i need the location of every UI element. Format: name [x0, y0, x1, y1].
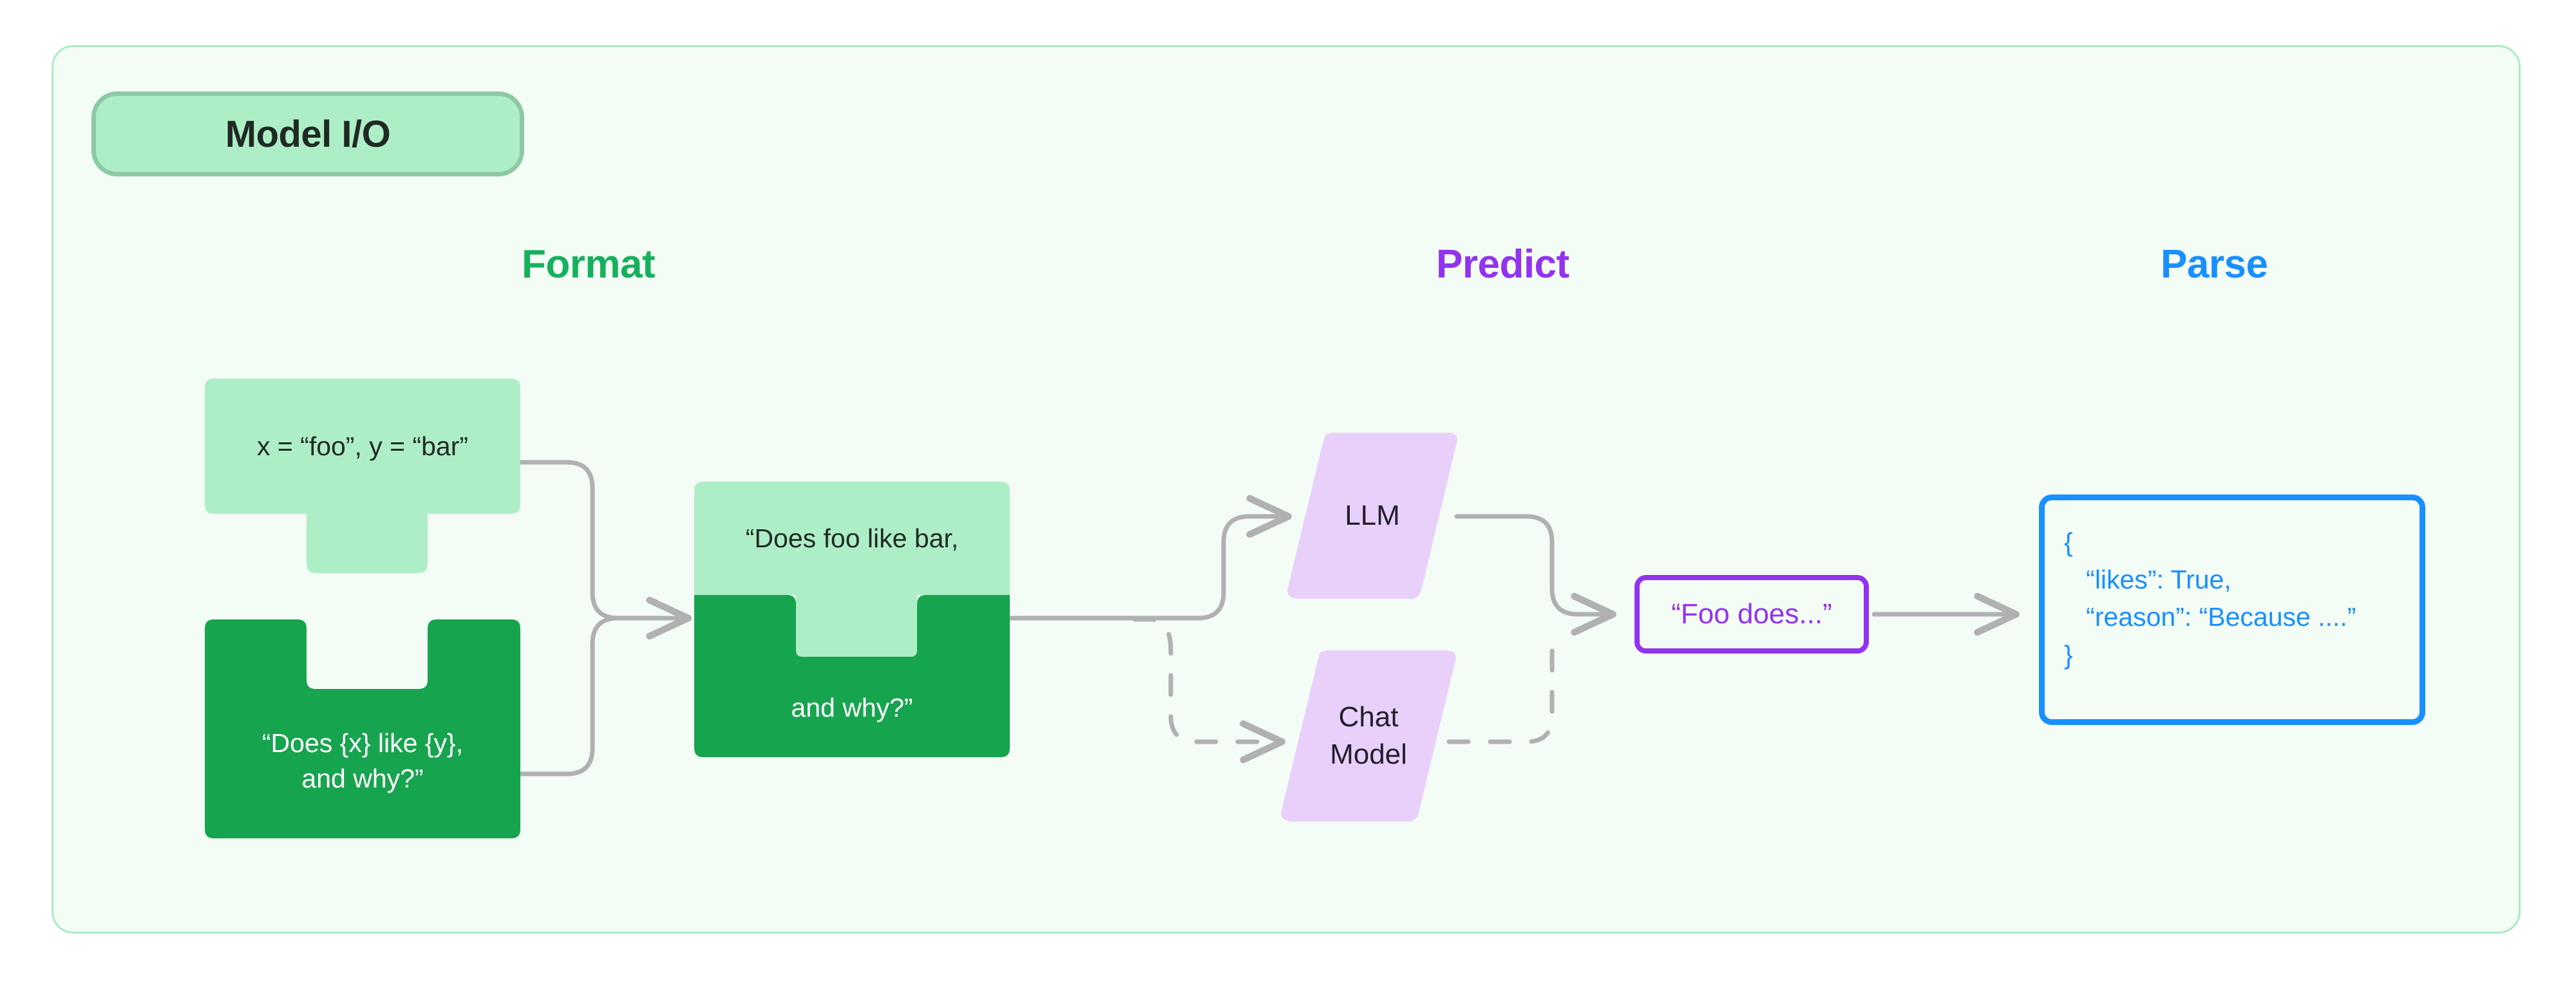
puzzle-piece-merged: “Does foo like bar, and why?” — [694, 482, 1010, 757]
json-line-open: { — [2064, 527, 2073, 557]
json-line-close: } — [2064, 639, 2073, 670]
model-output-box: “Foo does...” — [1634, 575, 1869, 654]
column-heading-parse: Parse — [2161, 242, 2268, 287]
column-heading-predict: Predict — [1436, 242, 1569, 287]
puzzle-piece-values: x = “foo”, y = “bar” — [205, 379, 520, 585]
parsed-json-box: { “likes”: True, “reason”: “Because ....… — [2039, 494, 2425, 725]
model-node-chat-model[interactable]: Chat Model — [1279, 650, 1458, 822]
model-node-llm[interactable]: LLM — [1285, 433, 1459, 599]
puzzle-piece-template: “Does {x} like {y}, and why?” — [205, 619, 520, 838]
column-heading-format: Format — [522, 242, 656, 287]
json-line-likes: “likes”: True, — [2064, 565, 2231, 595]
json-line-reason: “reason”: “Because ....” — [2064, 602, 2356, 632]
section-badge-model-io: Model I/O — [91, 91, 524, 176]
